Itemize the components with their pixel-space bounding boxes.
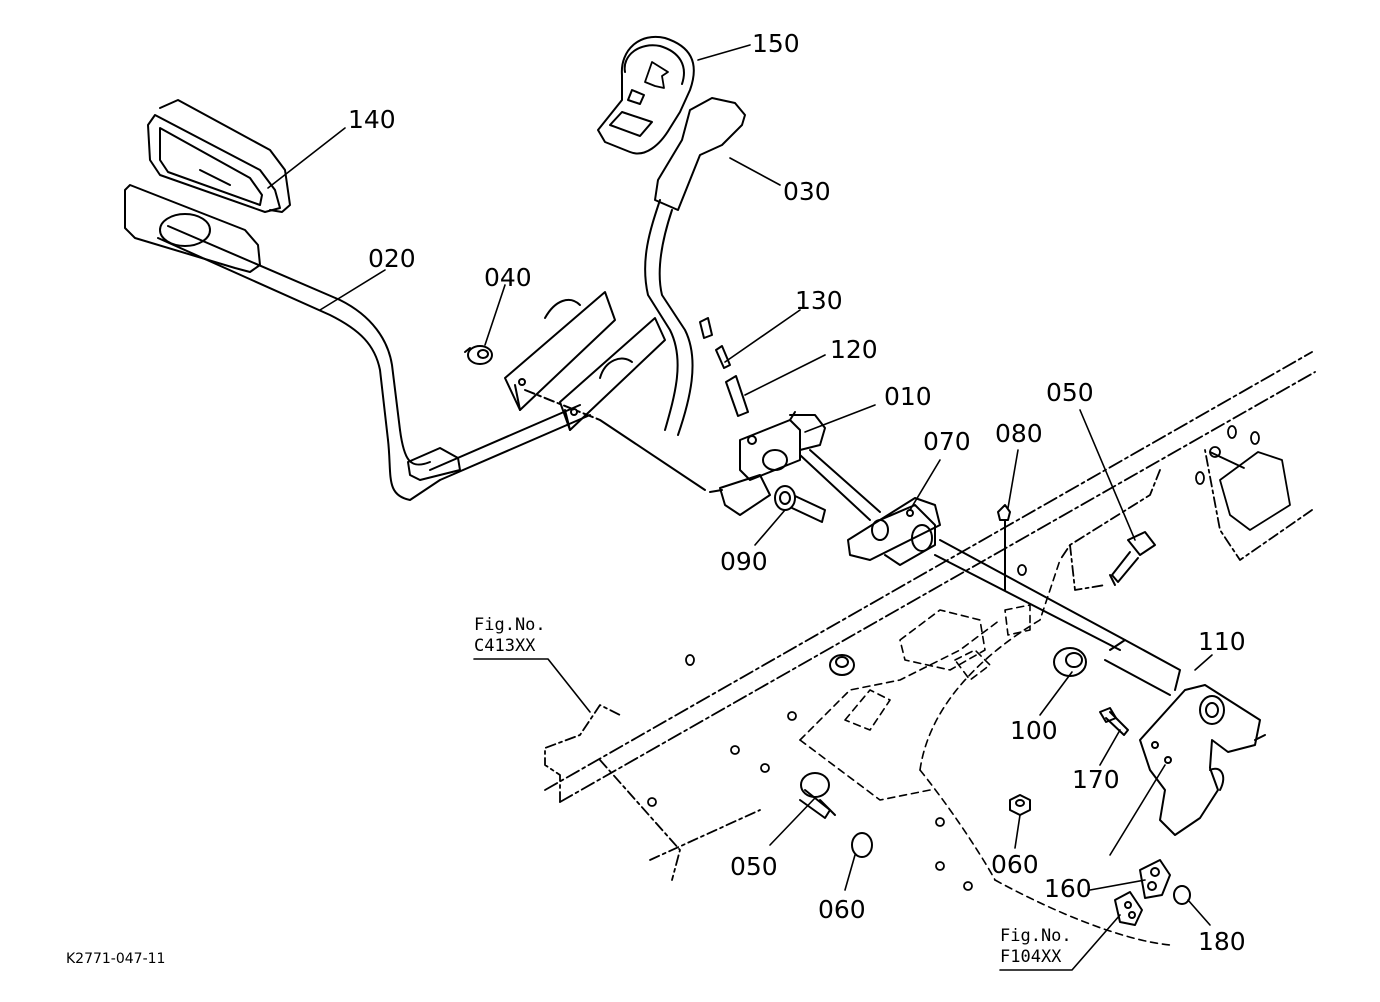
spacer-upper [829,654,855,676]
label-050-lower: 050 [730,852,778,881]
knob-part [597,35,695,155]
fig-ref-label: Fig.No. [1000,926,1072,946]
fig-ref-code: F104XX [1000,947,1062,967]
label-080: 080 [995,419,1043,448]
chassis-frame [544,351,1316,891]
nut-180 [1173,885,1191,905]
fig-ref-code: C413XX [474,636,536,656]
leader-lines [267,44,1213,971]
bolt-090 [774,485,826,523]
bracket-part [504,291,666,431]
label-150: 150 [752,29,800,58]
pedal-pad-part [147,99,291,213]
nut-060b [1009,794,1031,816]
fig-ref-label: Fig.No. [474,615,546,635]
lever-part [644,97,746,436]
label-160: 160 [1044,874,1092,903]
fig-ref-c413xx[interactable]: Fig.No. C413XX [474,615,546,657]
pin-120 [725,375,749,417]
label-140: 140 [348,105,396,134]
arm-110 [1139,684,1266,836]
grease-nipple-080 [997,504,1011,591]
bolt-050a [1109,531,1156,586]
label-060-right: 060 [991,850,1039,879]
label-130: 130 [795,286,843,315]
drawing-code: K2771-047-11 [66,951,166,967]
pin-130 [715,345,731,369]
label-050-upper: 050 [1046,378,1094,407]
label-060-lower: 060 [818,895,866,924]
nut-060a [851,832,873,858]
label-170: 170 [1072,765,1120,794]
fig-ref-f104xx[interactable]: Fig.No. F104XX [1000,926,1072,968]
hidden-lines [799,559,1171,946]
label-070: 070 [923,427,971,456]
label-100: 100 [1010,716,1058,745]
pedal-arm-part [124,184,591,501]
washer-040 [464,345,493,365]
label-030: 030 [783,177,831,206]
label-040: 040 [484,263,532,292]
label-010: 010 [884,382,932,411]
shaft-assembly-part [524,389,881,521]
bushing-070 [847,497,941,566]
label-120: 120 [830,335,878,364]
main-shaft [934,539,1181,696]
label-090: 090 [720,547,768,576]
clip-160 [1114,859,1171,926]
washer-100 [1053,647,1087,677]
label-020: 020 [368,244,416,273]
bolt-170 [1099,707,1129,736]
bolt-050b [799,772,836,819]
label-180: 180 [1198,927,1246,956]
label-110: 110 [1198,627,1246,656]
